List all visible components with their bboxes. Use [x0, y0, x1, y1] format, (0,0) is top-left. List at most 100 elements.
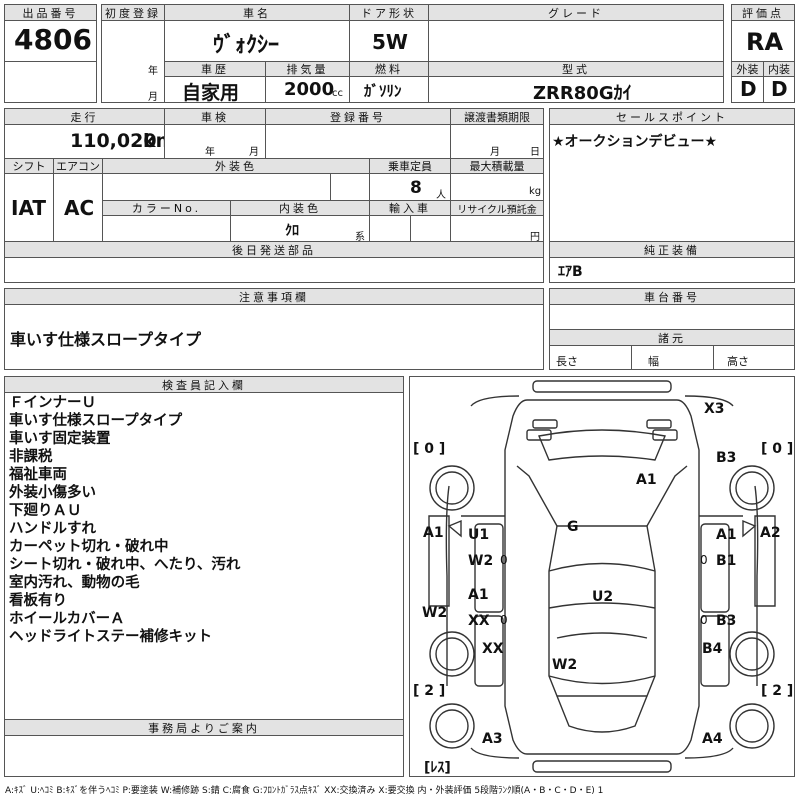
- length-label: 長さ: [556, 355, 578, 368]
- tire-front-right: [ 0 ]: [761, 441, 794, 457]
- mark-b3-front-right: B3: [716, 450, 737, 466]
- damage-diagram: [ 0 ] [ 0 ] [ 2 ] [ 2 ] [ﾚｽ] X3 B3 A1 G …: [409, 376, 795, 777]
- mark-a3: A3: [482, 731, 503, 747]
- exterior-score: D: [740, 77, 757, 101]
- mark-a1-front-right: A1: [716, 527, 737, 543]
- tire-rear-left: [ 2 ]: [413, 683, 446, 699]
- inspector-note-line: ホイールカバーＡ: [9, 611, 125, 627]
- mark-zero-4: 0: [700, 613, 708, 627]
- tire-front-left: [ 0 ]: [413, 441, 446, 457]
- interior-color-label: 内装色: [230, 200, 370, 216]
- fuel: ｶﾞｿﾘﾝ: [364, 82, 402, 100]
- office-notice-label: 事務局よりご案内: [4, 719, 404, 736]
- displacement-label: 排気量: [265, 61, 350, 77]
- inspector-note-line: 福祉車両: [9, 467, 67, 483]
- transfer-day-unit: 日: [530, 147, 540, 158]
- mileage: 110,020: [70, 130, 157, 152]
- transfer-month-unit: 月: [490, 147, 500, 158]
- mark-a1-hood: A1: [636, 472, 657, 488]
- legend: A:ｷｽﾞ U:ﾍｺﾐ B:ｷｽﾞを伴うﾍｺﾐ P:要塗装 W:補修跡 S:錆 …: [5, 786, 604, 796]
- lot-number: 4806: [14, 23, 92, 56]
- first-reg-year-unit: 年: [148, 66, 158, 77]
- width-label: 幅: [648, 355, 659, 368]
- shift: IAT: [11, 196, 47, 220]
- mark-zero-1: 0: [500, 553, 508, 567]
- inspector-note-line: 車いす固定装置: [9, 431, 111, 447]
- mark-a4: A4: [702, 731, 723, 747]
- color-number-label: カラーNo.: [102, 200, 231, 216]
- displacement-unit: cc: [332, 88, 343, 99]
- later-parts-label: 後日発送部品: [4, 241, 544, 258]
- height-label: 高さ: [727, 355, 749, 368]
- mark-u1: U1: [468, 527, 490, 543]
- max-load-unit: kg: [529, 186, 542, 197]
- import-label: 輸入車: [369, 200, 451, 216]
- dimensions-label: 諸元: [549, 329, 795, 346]
- inspector-note-line: ＦインナーＵ: [9, 395, 96, 411]
- tire-rear-right: [ 2 ]: [761, 683, 794, 699]
- inspector-note-line: 非課税: [9, 449, 53, 465]
- car-name-label: 車名: [164, 4, 350, 21]
- spare-tire: [ﾚｽ]: [424, 760, 451, 776]
- inspection-label: 車検: [164, 108, 266, 125]
- mark-zero-2: 0: [700, 553, 708, 567]
- inspector-note-line: 看板有り: [9, 593, 67, 609]
- max-load-label: 最大積載量: [450, 158, 544, 174]
- aircon: AC: [64, 196, 95, 220]
- grade-label: グレード: [428, 4, 724, 21]
- model: ZRR80Gｶｲ: [533, 83, 632, 104]
- capacity: 8: [410, 178, 422, 198]
- mark-a2-right: A2: [760, 525, 781, 541]
- interior-color: ｸﾛ: [285, 223, 299, 239]
- car-diagram-svg: [428, 380, 776, 773]
- interior-color-unit: 系: [355, 232, 365, 243]
- caution-label: 注意事項欄: [4, 288, 544, 305]
- exterior-color-label: 外装色: [102, 158, 370, 174]
- mark-b1-front-right: B1: [716, 553, 737, 569]
- interior-label: 内装: [763, 61, 795, 77]
- mark-b3-rear-right: B3: [716, 613, 737, 629]
- inspector-note-line: 車いす仕様スロープタイプ: [9, 413, 183, 429]
- mark-a1-rear-left: A1: [468, 587, 489, 603]
- transfer-deadline-label: 譲渡書類期限: [450, 108, 544, 125]
- mark-b4-right: B4: [702, 641, 723, 657]
- inspector-note-line: 下廻りＡＵ: [9, 503, 82, 519]
- capacity-label: 乗車定員: [369, 158, 451, 174]
- sales-point: ★オークションデビュー★: [552, 134, 718, 150]
- mileage-label: 走行: [4, 108, 165, 125]
- history-label: 車歴: [164, 61, 266, 77]
- genuine-equipment: ｴｱB: [558, 264, 583, 280]
- fuel-label: 燃料: [349, 61, 429, 77]
- inspector-note-line: ヘッドライトステー補修キット: [9, 629, 212, 645]
- mark-u2-roof: U2: [592, 589, 614, 605]
- displacement: 2000: [284, 79, 335, 100]
- recycle-unit: 円: [530, 232, 540, 243]
- inspector-notes: ＦインナーＵ 車いす仕様スロープタイプ車いす固定装置非課税福祉車両外装小傷多い下廻…: [9, 394, 240, 646]
- exterior-label: 外装: [731, 61, 764, 77]
- first-registration-label: 初度登録: [101, 4, 165, 21]
- mark-a1-left: A1: [423, 525, 444, 541]
- inspection-year-unit: 年: [205, 147, 215, 158]
- mark-w2-rear: W2: [552, 657, 578, 673]
- mark-x3: X3: [704, 401, 725, 417]
- chassis-number-label: 車台番号: [549, 288, 795, 305]
- mark-w2-front-left: W2: [468, 553, 494, 569]
- score: RA: [746, 28, 784, 56]
- shift-label: シフト: [4, 158, 54, 174]
- first-reg-month-unit: 月: [148, 92, 158, 103]
- mark-zero-3: 0: [500, 613, 508, 627]
- sales-point-label: セールスポイント: [549, 108, 795, 125]
- mark-xx-rear-left: XX: [468, 613, 490, 629]
- inspector-note-line: 外装小傷多い: [9, 485, 96, 501]
- inspector-note-line: カーペット切れ・破れ中: [9, 539, 169, 555]
- aircon-label: エアコン: [53, 158, 103, 174]
- history: 自家用: [182, 82, 240, 104]
- door-type: 5W: [372, 30, 408, 54]
- registration-number-label: 登録番号: [265, 108, 451, 125]
- inspector-notes-label: 検査員記入欄: [4, 376, 404, 393]
- interior-score: D: [771, 77, 788, 101]
- door-type-label: ドア形状: [349, 4, 429, 21]
- capacity-unit: 人: [436, 190, 446, 201]
- inspector-note-line: シート切れ・破れ中、へたり、汚れ: [9, 557, 241, 573]
- car-name: ｳﾞｫｸｼｰ: [213, 33, 280, 58]
